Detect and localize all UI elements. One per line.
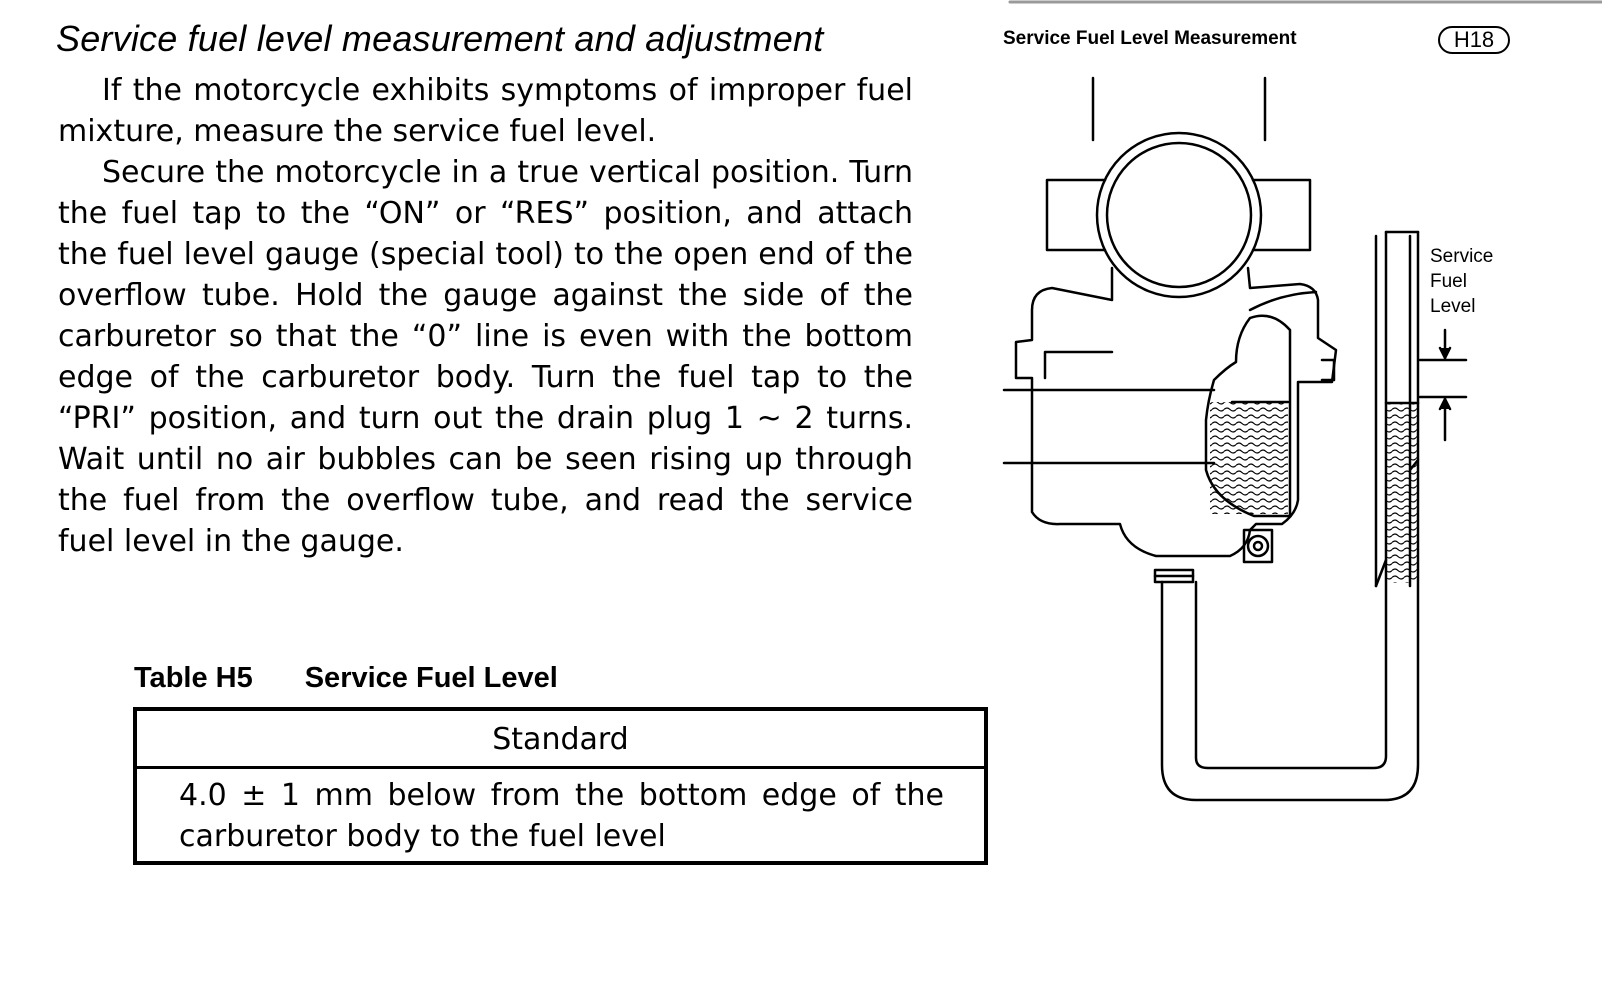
label-line: Service — [1430, 246, 1494, 267]
drain-plug — [1246, 534, 1270, 558]
float-chamber-wall — [1204, 314, 1292, 518]
figure-badge: H18 — [1438, 26, 1510, 54]
figure-title: Service Fuel Level Measurement — [1003, 28, 1297, 49]
carb-bore-outer — [1095, 131, 1263, 299]
table-title: Service Fuel Level — [304, 662, 558, 694]
table-cell: 4.0 ± 1 mm below from the bottom edge of… — [179, 778, 944, 854]
table-caption: Table H5 Service Fuel Level — [134, 662, 558, 695]
chamber-fuel — [1210, 402, 1288, 514]
drain-plug-center — [1252, 540, 1264, 552]
body-text: If the motorcycle exhibits symptoms of i… — [58, 70, 913, 562]
paragraph: Secure the motorcycle in a true vertical… — [58, 155, 913, 559]
flange-left — [1045, 178, 1107, 252]
carb-step — [1043, 350, 1114, 380]
small-boss — [1320, 358, 1336, 382]
section-heading: Service fuel level measurement and adjus… — [56, 18, 824, 59]
drain-boss — [1242, 528, 1274, 564]
carb-body — [1014, 266, 1338, 558]
label-line: Level — [1430, 296, 1476, 317]
u-tube-inner — [1194, 230, 1388, 770]
label-line: Fuel — [1430, 271, 1467, 292]
table-id: Table H5 — [134, 662, 253, 694]
service-fuel-level-label: Service Fuel Level — [1430, 244, 1493, 319]
spec-table: Standard 4.0 ± 1 mm below from the botto… — [133, 707, 988, 865]
chamber-rim — [1248, 290, 1318, 312]
carb-bore-inner — [1105, 141, 1253, 289]
paragraph: If the motorcycle exhibits symptoms of i… — [58, 73, 913, 149]
gauge-fuel — [1387, 403, 1417, 583]
u-tube-outer — [1160, 230, 1420, 802]
flange-right — [1251, 178, 1312, 252]
table-column-header: Standard — [137, 711, 984, 769]
